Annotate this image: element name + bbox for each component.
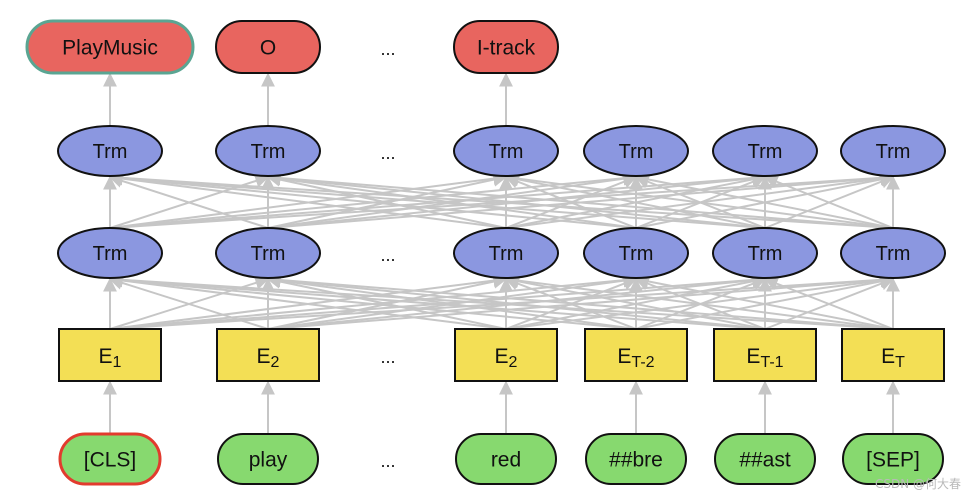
transformer-node bbox=[215, 227, 321, 279]
token-label: red bbox=[491, 449, 521, 472]
output-label-text: O bbox=[260, 37, 276, 60]
token-box bbox=[585, 433, 687, 485]
trm-to-trm-arrow bbox=[108, 174, 269, 229]
transformer-node bbox=[215, 125, 321, 177]
token-label: [SEP] bbox=[866, 449, 920, 472]
transformer-node bbox=[57, 125, 163, 177]
token-box bbox=[842, 433, 944, 485]
trm-to-trm-arrow bbox=[108, 171, 507, 229]
transformer-node bbox=[453, 227, 559, 279]
embedding-to-trm-arrow bbox=[108, 276, 269, 330]
transformer-label: Trm bbox=[93, 141, 128, 163]
ellipsis-marker: ... bbox=[380, 245, 395, 265]
transformer-label: Trm bbox=[619, 243, 654, 265]
embedding-label: ET bbox=[881, 345, 905, 371]
embedding-label: E2 bbox=[495, 345, 518, 371]
watermark: CSDN @何大春 bbox=[874, 477, 961, 491]
embedding-to-trm-arrow bbox=[108, 272, 894, 330]
token-label: ##ast bbox=[739, 449, 791, 472]
embedding-label: E2 bbox=[257, 345, 280, 371]
embedding-to-trm-arrow bbox=[108, 273, 507, 330]
embedding-to-trm-arrow bbox=[108, 273, 637, 330]
embedding-box bbox=[58, 328, 162, 382]
token-label: play bbox=[249, 449, 288, 472]
output-label-text: I-track bbox=[477, 37, 536, 60]
embedding-label: ET-2 bbox=[617, 345, 654, 371]
transformer-node bbox=[840, 227, 946, 279]
embedding-box bbox=[454, 328, 558, 382]
transformer-label: Trm bbox=[748, 141, 783, 163]
output-label-text: PlayMusic bbox=[62, 37, 158, 60]
trm-to-trm-arrow bbox=[504, 172, 766, 229]
output-label-box bbox=[215, 20, 321, 74]
embedding-to-trm-arrow bbox=[504, 273, 894, 330]
transformer-node bbox=[712, 125, 818, 177]
transformer-label: Trm bbox=[876, 243, 911, 265]
embedding-to-trm-arrow bbox=[634, 274, 894, 330]
embedding-to-trm-arrow bbox=[763, 277, 894, 330]
trm-to-trm-arrow bbox=[763, 175, 894, 229]
trm-to-trm-arrow bbox=[108, 170, 766, 229]
transformer-node bbox=[840, 125, 946, 177]
embedding-box bbox=[713, 328, 817, 382]
embedding-label: ET-1 bbox=[746, 345, 783, 371]
embedding-to-trm-arrow bbox=[108, 272, 766, 330]
embedding-to-trm-arrow bbox=[266, 273, 637, 330]
transformer-node bbox=[712, 227, 818, 279]
embedding-box bbox=[841, 328, 945, 382]
token-box bbox=[455, 433, 557, 485]
transformer-node bbox=[583, 125, 689, 177]
token-box bbox=[714, 433, 816, 485]
embedding-to-trm-arrow bbox=[266, 274, 507, 330]
output-label-box bbox=[25, 19, 195, 75]
embedding-box bbox=[216, 328, 320, 382]
ellipsis-marker: ... bbox=[380, 143, 395, 163]
embedding-label: E1 bbox=[99, 345, 122, 371]
trm-to-trm-arrow bbox=[504, 171, 894, 229]
ellipsis-marker: ... bbox=[380, 347, 395, 367]
trm-to-trm-arrow bbox=[108, 170, 894, 229]
trm-to-trm-arrow bbox=[266, 172, 507, 229]
output-label-box bbox=[453, 20, 559, 74]
token-label: ##bre bbox=[609, 449, 663, 472]
transformer-label: Trm bbox=[619, 141, 654, 163]
transformer-label: Trm bbox=[489, 243, 524, 265]
token-box bbox=[217, 433, 319, 485]
trm-to-trm-arrow bbox=[634, 172, 894, 229]
transformer-label: Trm bbox=[748, 243, 783, 265]
transformer-node bbox=[453, 125, 559, 177]
transformer-label: Trm bbox=[876, 141, 911, 163]
ellipsis-marker: ... bbox=[380, 451, 395, 471]
embedding-to-trm-arrow bbox=[504, 274, 766, 330]
transformer-label: Trm bbox=[251, 141, 286, 163]
ellipsis-marker: ... bbox=[380, 39, 395, 59]
embedding-to-trm-arrow bbox=[266, 273, 894, 330]
transformer-node bbox=[57, 227, 163, 279]
token-box bbox=[58, 432, 162, 486]
connection-lines bbox=[103, 72, 900, 434]
transformer-node bbox=[583, 227, 689, 279]
trm-to-trm-arrow bbox=[108, 171, 637, 229]
transformer-label: Trm bbox=[93, 243, 128, 265]
trm-to-trm-arrow bbox=[266, 171, 637, 229]
trm-to-trm-arrow bbox=[266, 171, 894, 229]
transformer-label: Trm bbox=[251, 243, 286, 265]
embedding-box bbox=[584, 328, 688, 382]
transformer-label: Trm bbox=[489, 141, 524, 163]
token-label: [CLS] bbox=[84, 449, 137, 472]
